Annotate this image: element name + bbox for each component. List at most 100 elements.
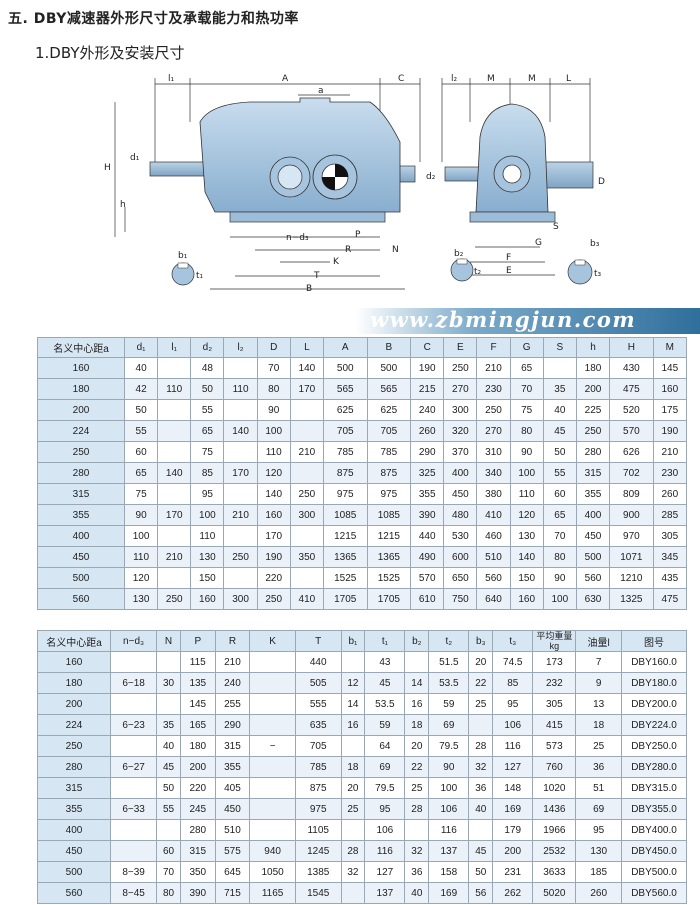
table-cell <box>157 525 192 547</box>
col-header: d₁ <box>123 337 159 358</box>
table-cell: 50 <box>542 441 577 463</box>
table-cell: 170 <box>289 378 324 400</box>
table-cell: 702 <box>609 462 654 484</box>
col-header: H <box>609 337 654 358</box>
table-cell: 110 <box>123 546 159 568</box>
col-header: n−d₃ <box>109 630 158 652</box>
table-cell: 145 <box>652 357 688 379</box>
table-cell: 300 <box>289 504 324 526</box>
label-A: A <box>282 74 289 84</box>
table-cell: 809 <box>609 483 654 505</box>
table-cell: DBY315.0 <box>621 777 687 799</box>
table-cell: 95 <box>190 483 225 505</box>
table-cell: DBY224.0 <box>621 714 687 736</box>
table-cell: 750 <box>443 588 478 610</box>
table-cell: 1085 <box>366 504 412 526</box>
table-cell: 80 <box>509 420 544 442</box>
table-cell: 190 <box>410 357 445 379</box>
table-cell: 310 <box>476 441 511 463</box>
table-cell: 240 <box>410 399 445 421</box>
label-d1: d₁ <box>130 153 140 163</box>
table-cell: 250 <box>223 546 258 568</box>
table-cell: 260 <box>652 483 688 505</box>
table-cell: 573 <box>532 735 577 757</box>
col-header: L <box>289 337 324 358</box>
table-cell: DBY450.0 <box>621 840 687 862</box>
table-cell: 127 <box>492 756 534 778</box>
table-cell: 70 <box>256 357 291 379</box>
table-cell: 570 <box>609 420 654 442</box>
table-cell: 1365 <box>322 546 368 568</box>
table-cell: 137 <box>364 882 406 904</box>
table-cell <box>223 525 258 547</box>
label-P: P <box>355 230 361 240</box>
table-cell: 380 <box>476 483 511 505</box>
table-cell: 45 <box>364 672 406 694</box>
table-cell: 70 <box>509 378 544 400</box>
table-cell <box>289 399 324 421</box>
row-label-cell: 315 <box>37 777 111 799</box>
table-cell: 450 <box>214 798 251 820</box>
table-cell: 2532 <box>532 840 577 862</box>
table-cell <box>249 672 296 694</box>
table-cell: 80 <box>156 882 181 904</box>
table-cell: 220 <box>256 567 291 589</box>
table-cell: 85 <box>190 462 225 484</box>
table-cell: 106 <box>364 819 406 841</box>
label-H: H <box>104 163 111 173</box>
table-cell: 16 <box>340 714 366 736</box>
table-cell: 975 <box>294 798 342 820</box>
table-cell: 560 <box>476 567 511 589</box>
table-cell <box>249 798 296 820</box>
table-cell: 40 <box>123 357 159 379</box>
table-cell: 250 <box>157 588 192 610</box>
label-h: h <box>120 200 126 210</box>
table-cell: 390 <box>179 882 216 904</box>
table-cell <box>289 567 324 589</box>
table-cell: 785 <box>294 756 342 778</box>
table-cell <box>223 567 258 589</box>
row-label-cell: 280 <box>37 462 125 484</box>
table-header-row: 名义中心距a d₁ l₁ d₂ l₂ D L A B C E F G S h H… <box>37 337 688 358</box>
table-cell: 570 <box>410 567 445 589</box>
table-cell <box>249 651 296 673</box>
table-cell: 36 <box>404 861 430 883</box>
table-cell: 25 <box>575 735 622 757</box>
table-cell: 210 <box>476 357 511 379</box>
row-label-cell: 250 <box>37 441 125 463</box>
col-header: b₁ <box>340 630 366 652</box>
table-cell: 625 <box>366 399 412 421</box>
table-cell: 875 <box>322 462 368 484</box>
table-cell: 90 <box>256 399 291 421</box>
table-cell: 1705 <box>366 588 412 610</box>
table-cell: 158 <box>428 861 470 883</box>
table-cell: 36 <box>468 777 494 799</box>
col-header: d₂ <box>190 337 225 358</box>
table-cell: 32 <box>468 756 494 778</box>
table-cell: 140 <box>223 420 258 442</box>
table-cell: 28 <box>404 798 430 820</box>
table-cell: 325 <box>410 462 445 484</box>
row-label-cell: 160 <box>37 357 125 379</box>
table-cell: 150 <box>509 567 544 589</box>
table-cell <box>340 819 366 841</box>
table-cell: 80 <box>256 378 291 400</box>
col-header: 名义中心距a <box>37 630 111 652</box>
table-cell: 22 <box>404 756 430 778</box>
table-cell: 185 <box>575 861 622 883</box>
table-cell: 165 <box>179 714 216 736</box>
table-cell: 410 <box>476 504 511 526</box>
table-cell: 210 <box>652 441 688 463</box>
table-cell: 270 <box>443 378 478 400</box>
table-cell: 875 <box>366 462 412 484</box>
table-cell: 555 <box>294 693 342 715</box>
table-cell: DBY280.0 <box>621 756 687 778</box>
table-cell: 175 <box>652 399 688 421</box>
table-cell: 475 <box>652 588 688 610</box>
col-header: G <box>509 337 544 358</box>
